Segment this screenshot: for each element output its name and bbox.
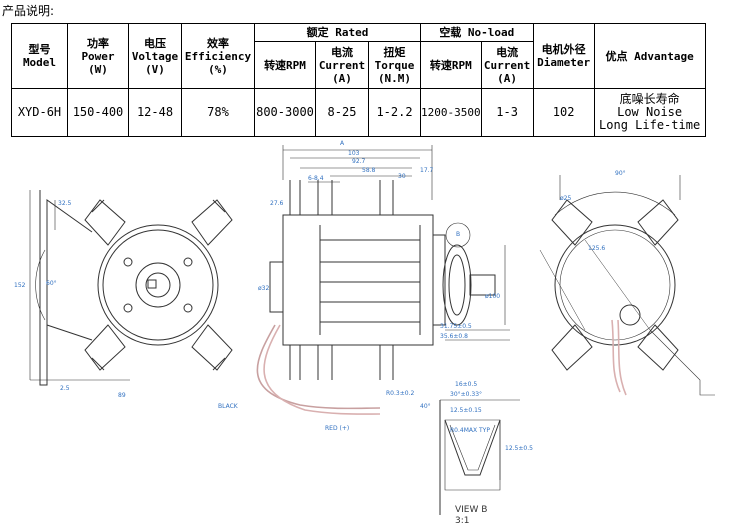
dim-d25-3: ø25: [560, 195, 571, 202]
dim-6-8-4: 6-8.4: [308, 175, 324, 182]
dim-31-75: 31.75±0.5: [440, 323, 472, 330]
rear-view: [539, 175, 715, 396]
cell-diameter: 102: [532, 88, 595, 137]
lead-wires: [256, 319, 627, 415]
dim-92-7: 92.7: [352, 158, 366, 165]
header-advantage: 优点 Advantage: [593, 23, 706, 89]
dim-89: 89: [118, 392, 126, 399]
view-b-detail: [439, 399, 520, 515]
cell-torque: 1-2.2: [368, 88, 421, 137]
view-b-label: VIEW B: [455, 505, 487, 515]
label-b: B: [456, 231, 460, 238]
product-description-caption: 产品说明:: [2, 4, 55, 18]
view-b-scale: 3:1: [455, 516, 469, 526]
dim-30: 30: [398, 173, 406, 180]
dim-30deg: 30°±0.33°: [450, 391, 482, 398]
dim-152: 152: [14, 282, 26, 289]
cell-rated-rpm: 800-3000: [254, 88, 316, 137]
dim-125-6: 125.6: [588, 245, 605, 252]
header-noload-group: 空载 No-load: [420, 23, 534, 42]
cell-rated-current: 8-25: [315, 88, 369, 137]
dim-40deg: 40°: [420, 403, 431, 410]
dim-a: A: [340, 140, 345, 147]
dim-2-5: 2.5: [60, 385, 70, 392]
dim-27-6: 27.6: [270, 200, 284, 207]
wire-red-label: RED (+): [325, 425, 349, 432]
dim-90deg: 90°: [615, 170, 626, 177]
side-view: [269, 145, 510, 380]
header-noload-rpm: 转速RPM: [420, 41, 482, 89]
dim-r0-4: R0.4MAX TYP: [450, 427, 490, 434]
cell-model: XYD-6H: [11, 88, 68, 137]
dim-r0-3: R0.3±0.2: [386, 390, 414, 397]
dim-d100: ø100: [485, 293, 500, 300]
dim-12-5-b: 12.5±0.5: [505, 445, 533, 452]
dim-32-5: 32.5: [58, 200, 72, 207]
front-view: [29, 190, 233, 386]
cell-noload-current: 1-3: [480, 88, 534, 137]
dim-d32: ø32: [258, 285, 269, 292]
dim-58-8: 58.8: [362, 167, 376, 174]
cell-voltage: 12-48: [128, 88, 182, 137]
header-rated-rpm: 转速RPM: [254, 41, 316, 89]
header-rated-group: 额定 Rated: [254, 23, 421, 42]
wire-black-label: BLACK: [218, 403, 239, 410]
dim-17-7: 17.7: [420, 167, 434, 174]
technical-drawing: 152 89 2.5 60° 32.5 A 103 92.7 58.8 6-8.…: [14, 140, 715, 526]
cell-efficiency: 78%: [181, 88, 255, 137]
cell-noload-rpm: 1200-3500: [420, 88, 482, 137]
dim-12-5: 12.5±0.15: [450, 407, 482, 414]
dim-103: 103: [348, 150, 360, 157]
dim-60deg: 60°: [46, 280, 57, 287]
dim-35-6: 35.6±0.8: [440, 333, 468, 340]
cell-power: 150-400: [67, 88, 129, 137]
dim-16: 16±0.5: [455, 381, 477, 388]
